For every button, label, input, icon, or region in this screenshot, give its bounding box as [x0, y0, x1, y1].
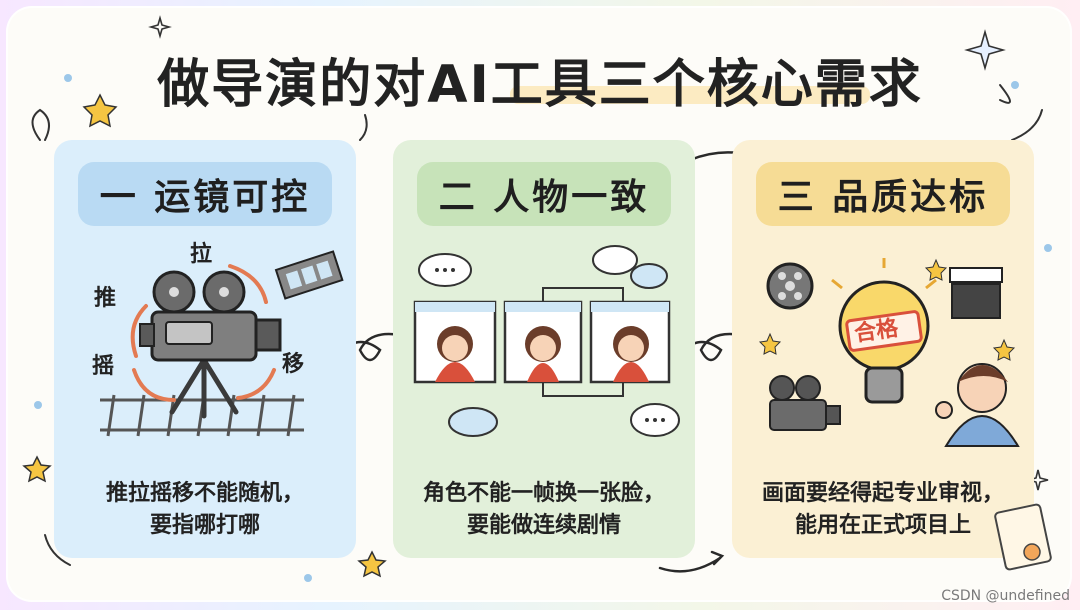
page-title: 做导演的对AI工具三个核心需求	[157, 55, 923, 115]
watermark: CSDN @undefined	[941, 588, 1070, 604]
caption-line-2: 能用在正式项目上	[794, 513, 971, 538]
film-reel-icon	[766, 262, 814, 310]
panel-header: 一 运镜可控	[78, 162, 332, 226]
caption-line-1: 角色不能一帧换一张脸，	[422, 481, 665, 506]
caption-line-1: 画面要经得起专业审视，	[761, 481, 1004, 506]
title-highlight	[510, 86, 870, 104]
character-figure	[435, 326, 649, 382]
label-pan: 摇	[92, 354, 115, 379]
label-move: 移	[282, 352, 305, 377]
caption-line-2: 要指哪打哪	[149, 513, 260, 538]
panel-header: 二 人物一致	[417, 162, 671, 226]
movie-camera-icon	[100, 250, 344, 437]
pass-stamp: 合格	[852, 316, 900, 347]
label-push: 推	[94, 286, 117, 311]
caption-line-1: 推拉摇移不能随机，	[105, 481, 304, 506]
person-thumbs-up-icon	[935, 363, 1020, 447]
panel-caption: 画面要经得起专业审视， 能用在正式项目上	[732, 478, 1034, 542]
clapperboard-icon	[949, 267, 1003, 319]
camera-icon	[769, 375, 841, 431]
panel-camera-control: 一 运镜可控	[54, 140, 356, 558]
panel-caption: 推拉摇移不能随机， 要指哪打哪	[54, 478, 356, 542]
certificate-icon	[994, 503, 1052, 571]
label-pull: 拉	[190, 242, 213, 267]
character-frames-illustration	[413, 245, 680, 437]
panel-caption: 角色不能一帧换一张脸， 要能做连续剧情	[393, 478, 695, 542]
star-icon	[22, 93, 387, 578]
quality-illustration	[758, 258, 1020, 447]
panel-header: 三 品质达标	[756, 162, 1010, 226]
panel-quality: 三 品质达标	[732, 140, 1034, 558]
panel-character-consistency: 二 人物一致	[393, 140, 695, 558]
caption-line-2: 要能做连续剧情	[466, 513, 621, 538]
